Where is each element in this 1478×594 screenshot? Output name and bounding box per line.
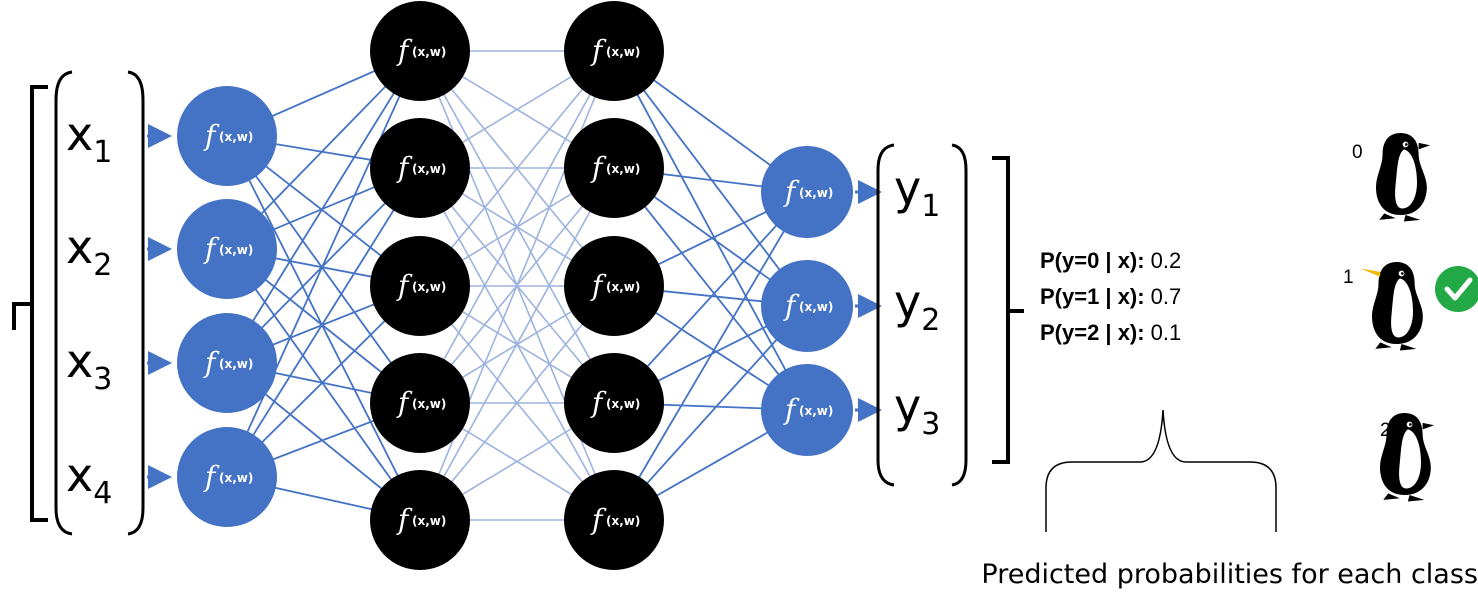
caption: Predicted probabilities for each class — [981, 559, 1478, 590]
input-node: f(x,w) — [177, 313, 277, 413]
node-function-args: (x,w) — [606, 162, 640, 176]
input-vector: x1 x2 x3 x4 — [66, 107, 112, 511]
node-function-args: (x,w) — [799, 404, 833, 418]
node-function-args: (x,w) — [606, 45, 640, 59]
connection-line — [419, 167, 615, 521]
output-node: f(x,w) — [761, 364, 853, 456]
output-node: f(x,w) — [761, 260, 853, 352]
class-item: 0 — [1352, 133, 1431, 222]
node-function-args: (x,w) — [219, 471, 253, 485]
class-item: 1 — [1343, 262, 1478, 351]
probability-list: P(y=0 | x):0.2P(y=1 | x):0.7P(y=2 | x):0… — [1040, 248, 1181, 345]
caption-brace — [1045, 409, 1277, 532]
input-node: f(x,w) — [177, 199, 277, 299]
output-vector-bracket — [876, 143, 968, 487]
probability-entry: P(y=0 | x):0.2 — [1040, 248, 1181, 273]
output-vector-entry: y1 — [894, 161, 940, 224]
class-label: 0 — [1352, 142, 1363, 163]
penguin-icon — [1360, 262, 1423, 351]
connection-line — [226, 248, 421, 521]
hidden-node: f(x,w) — [370, 470, 470, 570]
connection-line — [613, 191, 808, 521]
output-outer-bracket — [992, 156, 1024, 464]
connection-line — [419, 285, 615, 521]
connection-line — [613, 167, 808, 411]
node-function-args: (x,w) — [412, 162, 446, 176]
hidden-node: f(x,w) — [564, 118, 664, 218]
connection-line — [226, 135, 421, 404]
class-icons: 0 1 2 — [1343, 133, 1478, 502]
input-outer-bracket — [12, 85, 48, 522]
input-vector-entry: x4 — [66, 448, 112, 511]
node-function-args: (x,w) — [412, 514, 446, 528]
connection-line — [419, 50, 615, 287]
node-function-args: (x,w) — [219, 243, 253, 257]
output-vector-entry: y3 — [894, 379, 940, 442]
class-label: 2 — [1380, 420, 1391, 441]
node-function-args: (x,w) — [412, 45, 446, 59]
probability-entry: P(y=1 | x):0.7 — [1040, 284, 1181, 309]
node-function-args: (x,w) — [219, 357, 253, 371]
connection-line — [613, 50, 808, 307]
output-arrows — [855, 180, 882, 422]
hidden-node: f(x,w) — [370, 1, 470, 101]
connection-line — [419, 50, 615, 404]
input-node: f(x,w) — [177, 427, 277, 527]
check-icon — [1435, 266, 1478, 312]
hidden-node: f(x,w) — [564, 470, 664, 570]
node-function-args: (x,w) — [412, 397, 446, 411]
hidden-node: f(x,w) — [564, 353, 664, 453]
class-item: 2 — [1380, 413, 1435, 502]
hidden-node: f(x,w) — [370, 118, 470, 218]
node-function-args: (x,w) — [799, 186, 833, 200]
output-node: f(x,w) — [761, 146, 853, 238]
connection-line — [226, 50, 421, 364]
hidden-node: f(x,w) — [564, 1, 664, 101]
connection-line — [613, 50, 808, 411]
penguin-icon — [1376, 133, 1431, 222]
node-function-args: (x,w) — [606, 397, 640, 411]
connection-line — [226, 135, 421, 521]
input-vector-bracket — [54, 70, 145, 536]
connection-line — [226, 50, 421, 478]
hidden-node: f(x,w) — [564, 236, 664, 336]
node-function-args: (x,w) — [606, 280, 640, 294]
layer-connections — [226, 50, 808, 521]
node-function-args: (x,w) — [412, 280, 446, 294]
node-function-args: (x,w) — [219, 130, 253, 144]
output-vector: y1 y2 y3 — [894, 161, 940, 442]
class-label: 1 — [1343, 267, 1354, 288]
hidden-node: f(x,w) — [370, 236, 470, 336]
hidden-node: f(x,w) — [370, 353, 470, 453]
input-vector-entry: x2 — [66, 220, 112, 283]
input-node: f(x,w) — [177, 86, 277, 186]
output-vector-entry: y2 — [894, 275, 940, 338]
probability-entry: P(y=2 | x):0.1 — [1040, 320, 1181, 345]
penguin-icon — [1380, 413, 1435, 502]
node-function-args: (x,w) — [799, 300, 833, 314]
connection-line — [419, 50, 615, 521]
network-nodes: f(x,w) f(x,w) f(x,w) f(x,w) f(x,w) f(x,w) f(x,… — [177, 1, 853, 570]
input-vector-entry: x1 — [66, 107, 112, 170]
node-function-args: (x,w) — [606, 514, 640, 528]
input-vector-entry: x3 — [66, 334, 112, 397]
input-arrows — [147, 124, 172, 489]
connection-line — [226, 167, 421, 478]
